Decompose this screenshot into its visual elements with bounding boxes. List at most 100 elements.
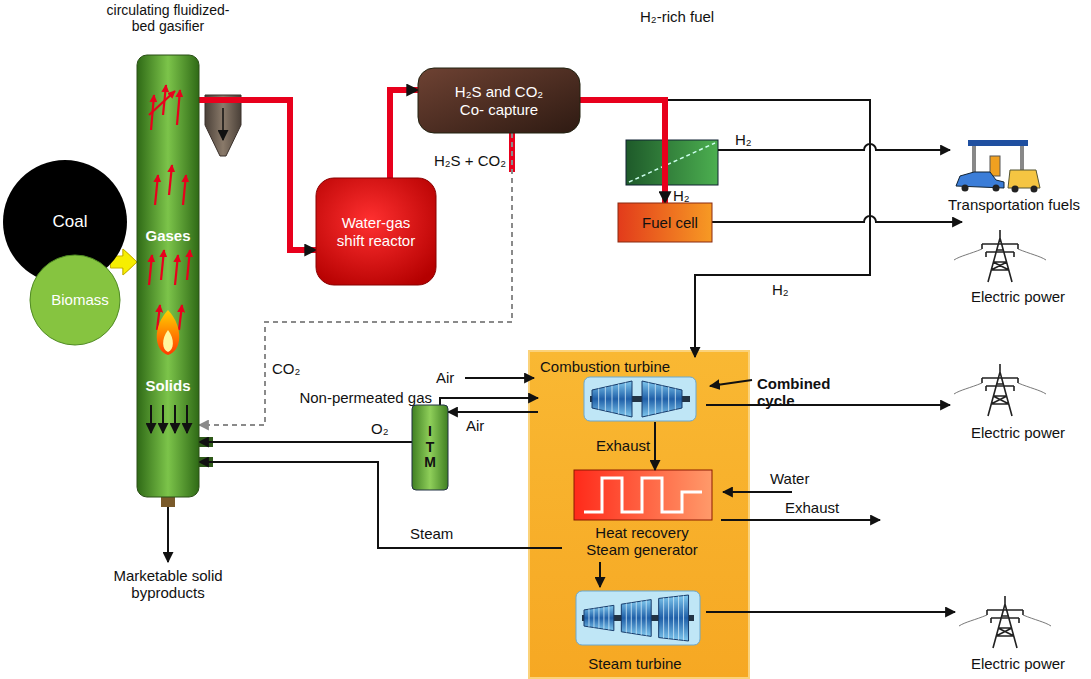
gasifier-column-art	[155, 175, 158, 205]
heat-recovery-steam-generator-art	[574, 470, 712, 520]
gasifier-column-art	[163, 330, 173, 352]
combustion-turbine-art	[605, 387, 606, 411]
flow-connector	[448, 411, 538, 413]
gas-pipe	[199, 100, 316, 250]
membrane	[626, 140, 718, 185]
stream-label: Water	[770, 470, 809, 487]
flow-label: Non-permeated gas	[298, 389, 432, 406]
gasifier-column: circulating fluidized-bed gasifierGasesS…	[137, 55, 199, 497]
node-text: Gases	[137, 227, 199, 244]
output-label: Electric power	[952, 655, 1084, 672]
flow-connector	[199, 133, 512, 425]
gasifier-column-art	[175, 255, 178, 285]
steam-turbine-art	[663, 598, 664, 638]
output-label: H₂S + CO₂	[412, 152, 506, 169]
steam-turbine-art	[659, 595, 689, 641]
power-pylon	[954, 230, 1046, 282]
node-label: Fuel cell	[623, 214, 717, 231]
itm-unit-art	[412, 405, 448, 490]
stream-label: Exhaust	[785, 499, 839, 516]
combustion-turbine-art	[662, 386, 663, 413]
itm-unit: I T M	[412, 405, 448, 490]
combustion-turbine-art	[675, 389, 676, 410]
flow-label: CO₂	[272, 360, 300, 377]
fuel-station-icon	[993, 185, 1000, 192]
stream-label: Air	[436, 369, 454, 386]
steam-turbine-art	[646, 600, 647, 635]
flow-label: O₂	[371, 420, 389, 437]
steam-turbine-art	[683, 596, 684, 641]
cyclone	[205, 95, 241, 156]
shift-reactor-art	[316, 178, 436, 285]
node-label: Combustion turbine	[540, 358, 705, 375]
flow-line	[706, 611, 955, 613]
stream-label: H₂-rich fuel	[640, 8, 714, 25]
steam-turbine-art	[593, 608, 594, 627]
node-label: Heat recovery Steam generator	[562, 524, 722, 559]
flow-line	[465, 377, 534, 379]
flow-connector	[199, 441, 412, 443]
steam-turbine-art	[626, 603, 627, 632]
steam-turbine-art	[584, 605, 614, 630]
flow-connector	[654, 422, 656, 470]
flow-line	[706, 404, 950, 406]
flow-line	[712, 216, 962, 222]
node-label: Steam turbine	[562, 655, 708, 672]
steam-turbine-art	[636, 602, 637, 634]
node-label: Water-gas shift reactor	[331, 214, 421, 249]
output-label: Marketable solid byproducts	[92, 567, 244, 602]
gasifier-column-art	[183, 175, 186, 205]
steam-turbine-art	[598, 608, 599, 629]
fuel-station-icon	[956, 140, 1040, 193]
fuel-station-icon	[990, 156, 1000, 176]
combustion-turbine-art	[612, 386, 613, 413]
capture-unit: H₂S and CO₂ Co- capture	[418, 68, 580, 133]
gas-pipe	[580, 100, 665, 203]
gasifier-column-art	[137, 55, 199, 497]
fuel-station-icon	[968, 140, 1028, 146]
combustion-turbine-art	[655, 384, 656, 414]
steam-turbine-art	[576, 591, 700, 645]
gasifier-port	[161, 497, 175, 507]
combustion-turbine-art	[598, 389, 599, 410]
gasifier-column-art	[177, 90, 180, 125]
gasifier-column-art	[174, 405, 176, 433]
combustion-turbine-art	[584, 377, 696, 421]
steam-turbine-art	[603, 607, 604, 629]
flow-line	[721, 519, 880, 521]
flow-line	[718, 144, 950, 150]
combustion-turbine-art	[648, 383, 649, 416]
flow-label: Exhaust	[596, 437, 650, 454]
fuel-station-icon	[962, 185, 969, 192]
gasifier-column-art	[149, 255, 152, 285]
membrane	[626, 140, 718, 185]
flow-connector	[199, 462, 562, 548]
steam-turbine-art	[621, 600, 651, 637]
stream-label: H₂	[735, 131, 752, 148]
power-pylon	[959, 596, 1051, 648]
gasifier-column-art	[186, 405, 188, 433]
fuel-station-icon	[1008, 170, 1040, 188]
flow-label: H₂	[772, 281, 789, 298]
combined-cycle-panel: Combined cycleCombustion turbineHeat rec…	[528, 350, 750, 679]
steam-turbine-art	[588, 609, 589, 627]
flow-connector	[440, 398, 538, 405]
node-label: Coal	[8, 212, 132, 232]
steam-turbine-art	[668, 597, 669, 638]
steam-turbine: Steam turbine	[562, 587, 708, 677]
combustion-turbine: Combustion turbine	[538, 357, 708, 422]
fuel-cell-box: Fuel cell	[618, 203, 722, 242]
combustion-turbine-art	[668, 387, 669, 411]
heat-recovery-steam-generator-art	[584, 478, 702, 512]
gasifier-column-art	[137, 55, 199, 497]
flow-line	[723, 491, 792, 493]
gasifier-column-art	[161, 250, 164, 280]
fuel-station-icon	[1012, 186, 1019, 193]
gasifier-port	[167, 507, 169, 562]
node-text: Solids	[137, 377, 199, 394]
gasifier-column-art	[179, 305, 182, 330]
node-label: circulating fluidized-bed gasifier	[97, 2, 239, 34]
steam-turbine-art	[631, 603, 632, 634]
combustion-turbine-art	[618, 384, 619, 414]
flow-connector	[580, 100, 870, 357]
